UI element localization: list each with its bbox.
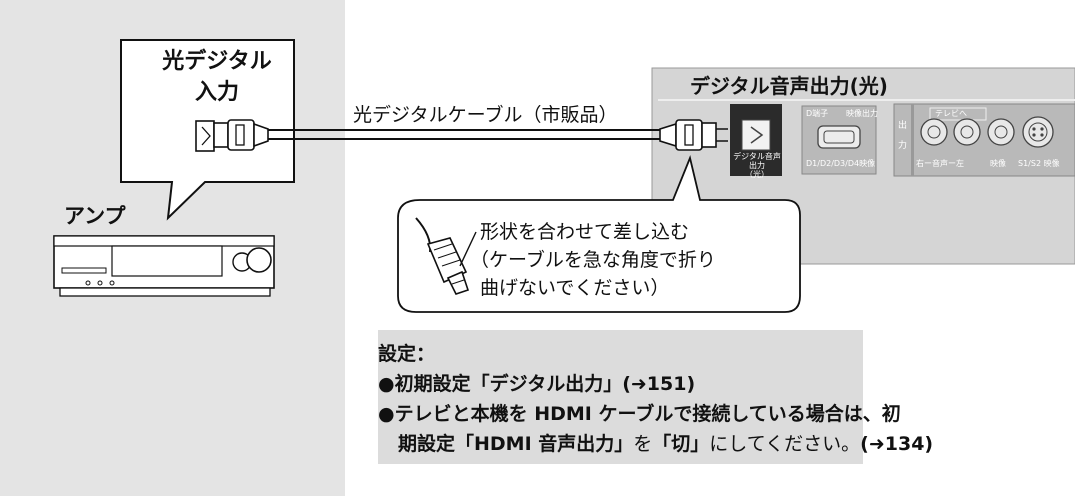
settings-item-2-part-4: にしてください。 (709, 433, 861, 455)
note-text: 形状を合わせて差し込む （ケーブルを急な角度で折り 曲げないでください） (470, 218, 716, 302)
optical-port-label-1: デジタル音声出力 (733, 152, 781, 170)
optical-port-label-2: （光） (745, 170, 769, 179)
right-plug (659, 119, 728, 151)
callout-line-2: 入力 (194, 80, 239, 105)
plug-shape-icon (415, 217, 477, 295)
d-terminal-label: D端子 (806, 109, 829, 118)
settings-heading: 設定： (378, 343, 436, 365)
amplifier-illustration (53, 235, 275, 297)
settings-item-2-line-1: ●テレビと本機を HDMI ケーブルで接続している場合は、初 (378, 403, 901, 425)
note-callout-box (397, 155, 801, 313)
note-line-1: 形状を合わせて差し込む (480, 221, 690, 243)
rca-right-jack (920, 118, 948, 146)
rca-video-jack (987, 118, 1015, 146)
s-video-label: S1/S2 映像 (1018, 159, 1060, 168)
settings-item-2-line-2: 期設定「HDMI 音声出力」を「切」にしてください。(➜134) (378, 429, 933, 459)
settings-item-1: ●初期設定「デジタル出力」(➜151) (378, 373, 696, 395)
settings-item-2-part-1: 期設定「HDMI 音声出力」 (398, 433, 634, 455)
output-label-1: 出 (898, 121, 908, 131)
output-label-2: 力 (898, 141, 908, 151)
optical-input-label: 光デジタル 入力 (142, 46, 292, 108)
s-video-jack (1022, 116, 1054, 148)
note-line-3: 曲げないでください） (480, 277, 670, 299)
settings-box (378, 330, 863, 464)
note-line-2: （ケーブルを急な角度で折り (470, 249, 716, 271)
cable-label: 光デジタルケーブル（市販品） (353, 104, 618, 126)
audio-lr-label: 右ー音声ー左 (916, 159, 964, 168)
settings-item-2-part-2: を (633, 433, 653, 455)
amplifier-label: アンプ (64, 204, 126, 228)
video-label: 映像 (990, 159, 1006, 168)
callout-line-1: 光デジタル (162, 49, 272, 74)
settings-item-2-part-5: (➜134) (860, 433, 934, 455)
optical-port-label: デジタル音声出力 （光） (731, 152, 783, 179)
output-label: 出 力 (898, 116, 907, 156)
amp-optical-jack (195, 120, 215, 152)
d-formats-label: D1/D2/D3/D4映像 (806, 159, 876, 168)
panel-title: デジタル音声出力(光) (690, 74, 888, 98)
settings-item-2-part-3: 「切」 (652, 433, 710, 455)
optical-port-icon (741, 119, 771, 151)
settings-text: 設定： ●初期設定「デジタル出力」(➜151) ●テレビと本機を HDMI ケー… (378, 339, 933, 459)
video-out-label: 映像出力 (846, 109, 878, 118)
left-plug (213, 119, 269, 151)
rca-left-jack (953, 118, 981, 146)
to-tv-label: テレビへ (935, 109, 967, 118)
